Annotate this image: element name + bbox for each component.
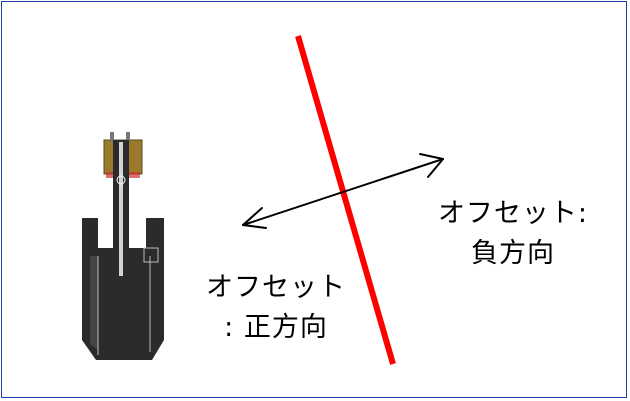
negative-offset-line2: 負方向 bbox=[471, 238, 555, 269]
cut-line bbox=[295, 35, 396, 365]
positive-offset-line2: : 正方向 bbox=[224, 312, 328, 343]
positive-offset-line1: オフセット bbox=[206, 272, 346, 303]
double-headed-arrow-icon bbox=[242, 153, 444, 229]
negative-offset-line1: オフセット: bbox=[437, 198, 589, 229]
cutting-tool-icon bbox=[82, 132, 164, 360]
negative-offset-label: オフセット: 負方向 bbox=[418, 194, 608, 274]
positive-offset-label: オフセット : 正方向 bbox=[186, 268, 366, 348]
